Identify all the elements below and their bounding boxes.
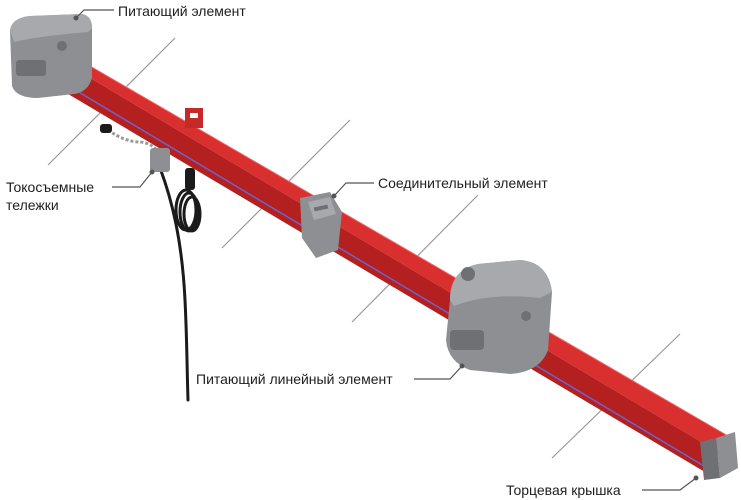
- line-feed-top: [450, 260, 552, 306]
- label-collector-line2: тележки: [6, 197, 59, 213]
- leader-collector: [112, 171, 153, 188]
- end-feed-top: [10, 14, 92, 42]
- leader-feed-end: [75, 9, 114, 19]
- leader-dots: [73, 15, 699, 481]
- leader-feed-line: [414, 365, 463, 380]
- cable-coil-3: [182, 195, 202, 233]
- line-feed-housing: [446, 260, 552, 374]
- label-joint: Соединительный элемент: [378, 175, 548, 191]
- rail-side-face: [58, 60, 718, 478]
- end-cap-face: [700, 438, 720, 480]
- end-feed-window: [16, 60, 46, 76]
- label-collector-line1: Токосъемные: [6, 179, 95, 195]
- leader-dot-joint: [331, 193, 337, 199]
- bracket-hole: [190, 113, 198, 118]
- rail-stripe: [61, 81, 715, 473]
- leader-dot-feed-end: [73, 15, 79, 21]
- label-collector-trolleys: Токосъемные тележки: [6, 178, 126, 214]
- trolley-body: [150, 148, 170, 172]
- mount-bracket: [185, 108, 203, 128]
- rail: [58, 60, 736, 478]
- label-feed-line: Питающий линейный элемент: [196, 371, 393, 387]
- collector-trolley: [100, 124, 195, 190]
- leader-joint: [333, 182, 374, 197]
- line-feed-port-2: [521, 311, 531, 321]
- leader-end-cap: [642, 477, 697, 491]
- joint-slot: [313, 204, 329, 212]
- joint-element: [300, 192, 342, 258]
- trolley-chain: [107, 128, 160, 153]
- label-feed-end: Питающий элемент: [118, 3, 246, 19]
- leader-dot-end-cap: [693, 475, 699, 481]
- cable: [158, 166, 202, 402]
- line-feed-window: [450, 330, 484, 350]
- end-feed-housing: [10, 14, 92, 98]
- rail-top-face: [60, 60, 735, 452]
- cable-main: [158, 166, 190, 402]
- label-end-cap: Торцевая крышка: [506, 482, 621, 498]
- end-feed-port: [57, 41, 67, 51]
- trolley-handle-right: [185, 168, 195, 190]
- leader-dot-collector: [149, 169, 155, 175]
- line-feed-port: [461, 267, 475, 281]
- end-cap-element: [700, 432, 738, 480]
- trolley-handle-left: [100, 124, 112, 133]
- rail-edge-highlight: [89, 65, 736, 441]
- leader-dot-feed-line: [459, 363, 465, 369]
- end-cap-body: [716, 432, 738, 478]
- leader-lines: [75, 9, 697, 491]
